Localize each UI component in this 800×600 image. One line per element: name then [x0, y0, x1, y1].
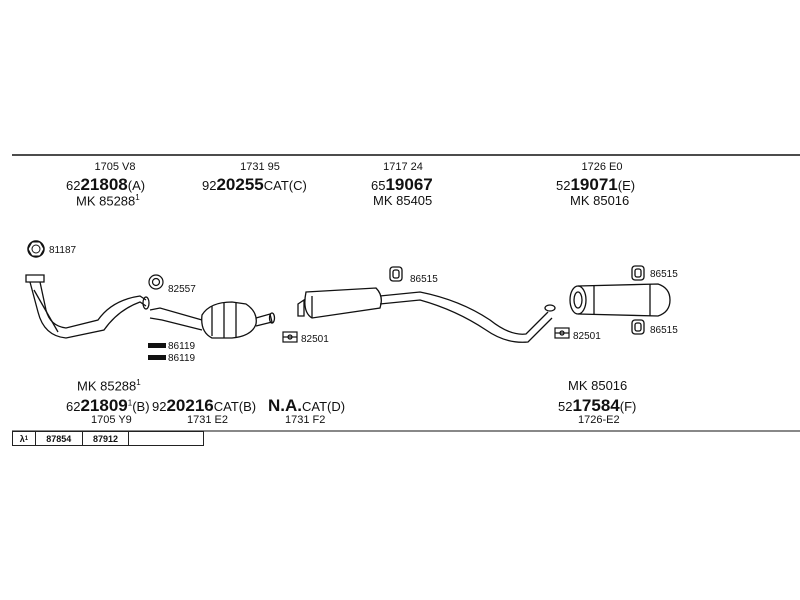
- mk-number: MK 852881: [76, 193, 140, 209]
- callout-86515-a: 86515: [410, 274, 438, 285]
- callout-86119-a: 86119: [168, 341, 196, 352]
- callout-82501-right: 82501: [573, 331, 601, 342]
- mk-number-bottom-right: MK 85016: [568, 378, 628, 393]
- part-number-prefix: 62: [66, 399, 81, 414]
- part-number-main: 19071: [570, 175, 618, 194]
- part-number-suffix: CAT(C): [263, 178, 307, 193]
- lambda-symbol: λ: [19, 433, 25, 444]
- front-pipe: [25, 274, 150, 339]
- part-number-a: 6221808(A): [66, 176, 145, 193]
- mk-number: MK 85405: [373, 193, 433, 208]
- part-number-suffix: (E): [617, 178, 636, 193]
- part-number-prefix: 92: [202, 178, 217, 193]
- part-number-superscript: 1: [127, 398, 133, 408]
- part-number-main: 21809: [80, 396, 128, 415]
- part-code-1726-e0: 1726 E0: [581, 161, 623, 173]
- rear-silencer: [569, 283, 671, 317]
- mk-superscript: 1: [136, 378, 141, 387]
- clamp-82501-right: [554, 327, 570, 339]
- mk-number-bottom-left: MK 852881: [77, 378, 141, 394]
- part-number-suffix: (F): [619, 399, 637, 414]
- part-number-main: 20255: [216, 175, 264, 194]
- part-number-suffix: (A): [127, 178, 146, 193]
- mk-superscript: 1: [135, 193, 140, 202]
- callout-86119-b: 86119: [168, 353, 196, 364]
- callout-81187: 81187: [49, 245, 77, 256]
- clamp-86119-a: [148, 343, 166, 348]
- part-number-prefix: 52: [558, 399, 573, 414]
- part-number-prefix: 92: [152, 399, 167, 414]
- centre-silencer: [297, 287, 556, 343]
- gasket-ring-81187: [27, 240, 45, 258]
- part-number-prefix: 52: [556, 178, 571, 193]
- part-number-main: 20216: [166, 396, 214, 415]
- clamp-86119-b: [148, 355, 166, 360]
- clamp-82501-left: [282, 331, 298, 343]
- part-code-1731-f2: 1731 F2: [285, 414, 326, 426]
- lambda-cell-1: 87854: [36, 432, 83, 445]
- part-number-centre: 6519067: [371, 176, 433, 193]
- callout-86515-c: 86515: [650, 325, 678, 336]
- part-number-f: 5217584(F): [558, 397, 636, 414]
- part-code-1705-y9: 1705 Y9: [91, 414, 132, 426]
- part-number-suffix: (B): [132, 399, 150, 414]
- part-code-1731-e2: 1731 E2: [187, 414, 228, 426]
- part-number-prefix: 62: [66, 178, 81, 193]
- lambda-cell-3: [129, 432, 203, 445]
- part-code-1705-v8: 1705 V8: [94, 161, 136, 173]
- part-number-b: 62218091(B): [66, 397, 150, 414]
- part-number-prefix: 65: [371, 178, 386, 193]
- lambda-cell-2: 87912: [83, 432, 130, 445]
- part-number-main: 19067: [385, 175, 433, 194]
- part-code-1717-24: 1717 24: [383, 161, 423, 173]
- part-number-cat-d: N.A.CAT(D): [268, 397, 345, 414]
- catalytic-converter: [149, 301, 276, 339]
- lambda-superscript: 1: [24, 435, 29, 442]
- part-number-e: 5219071(E): [556, 176, 635, 193]
- hanger-86515-c: [631, 319, 645, 335]
- part-code-1726-e2: 1726-E2: [578, 414, 620, 426]
- gasket-82557: [148, 274, 164, 290]
- part-number-cat-b: 9220216CAT(B): [152, 397, 256, 414]
- mk-label: MK 85288: [76, 193, 136, 209]
- hanger-86515-a: [389, 266, 403, 282]
- callout-86515-b: 86515: [650, 269, 678, 280]
- part-number-c: 9220255CAT(C): [202, 176, 307, 193]
- callout-82557: 82557: [168, 284, 196, 295]
- mk-number: MK 85016: [570, 193, 630, 208]
- part-number-main: 21808: [80, 175, 128, 194]
- part-number-suffix: CAT(D): [302, 399, 346, 414]
- callout-82501-left: 82501: [301, 334, 329, 345]
- part-number-main: 17584: [572, 396, 620, 415]
- part-code-1731-95: 1731 95: [240, 161, 280, 173]
- mk-label: MK 85288: [77, 378, 137, 394]
- part-number-suffix: CAT(B): [213, 399, 257, 414]
- hanger-86515-b: [631, 265, 645, 281]
- part-number-main: N.A.: [268, 396, 302, 415]
